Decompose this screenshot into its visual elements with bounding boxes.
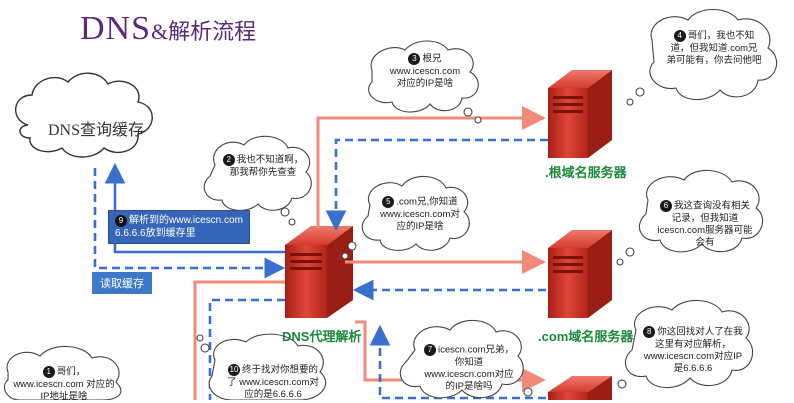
- title-main: DNS: [80, 10, 152, 47]
- root-server-icon: [548, 70, 612, 158]
- step-number: 10: [227, 364, 240, 376]
- response-arrow-root: [325, 138, 548, 232]
- proxy-server-icon: [285, 226, 353, 318]
- step-number: 8: [643, 326, 656, 338]
- cloud-text: 哥们，www.icescn.com 对应的IP地址是啥: [13, 366, 115, 402]
- cloud-text: 你这回找对人了在我这里有对应解析，www.icescn.com对应IP是6.6.…: [643, 326, 743, 374]
- com-server-label: .com域名服务器: [538, 329, 634, 344]
- proxy-server-label: DNS代理解析: [282, 329, 362, 344]
- cache-store-arrow: [104, 162, 285, 254]
- request-arrow-root: [316, 106, 546, 228]
- step-number: 2: [222, 154, 235, 166]
- cloud-text: .com兄,你知道www.icescn.com对应的IP是啥: [380, 196, 460, 232]
- step-number: 3: [408, 53, 421, 65]
- cloud-step-5: 5.com兄,你知道www.icescn.com对应的IP是啥: [378, 196, 462, 233]
- step-number: 5: [382, 196, 395, 208]
- request-arrow-client: [193, 280, 285, 400]
- root-server-label: .根域名服务器: [545, 165, 627, 180]
- diagram-title: DNS&解析流程: [80, 10, 256, 48]
- cache-label: DNS查询缓存: [48, 122, 145, 139]
- step-number: 4: [673, 30, 686, 42]
- cloud-text: 根兄 www.icescn.com对应的IP是啥: [389, 53, 461, 89]
- cloud-text: 终于找对你想要的了 www.icescn.com对应的是6.6.6.6: [227, 364, 319, 400]
- cloud-text: 我这查询没有相关记录，但我知道icescn.com服务器可能会有: [657, 200, 753, 248]
- step-number: 9: [115, 215, 127, 227]
- read-cache-label: 读取缓存: [92, 272, 152, 294]
- cache-cloud: [15, 72, 153, 158]
- step-number: 7: [424, 344, 436, 356]
- step-number: 6: [659, 200, 672, 212]
- cloud-text: icescn.com兄弟，你知道www.icescn.com对应的IP是啥吗: [424, 344, 515, 392]
- cloud-text: 哥们，我也不知道，但我知道.com兄弟可能有，你去问他吧: [666, 30, 762, 66]
- cache-read-arrow: [93, 168, 286, 279]
- title-suffix: &解析流程: [151, 19, 257, 44]
- icescn-server-icon: [548, 376, 612, 400]
- cloud-text: 我也不知道啊，那我帮你先查查: [229, 154, 304, 178]
- callout-text: 解析到的www.icescn.com 6.6.6.6放到缓存里: [115, 215, 243, 239]
- step-number: 1: [42, 366, 55, 378]
- thought-clouds: [3, 9, 778, 400]
- response-arrow-icescn: [369, 324, 546, 400]
- com-server-icon: [548, 230, 612, 318]
